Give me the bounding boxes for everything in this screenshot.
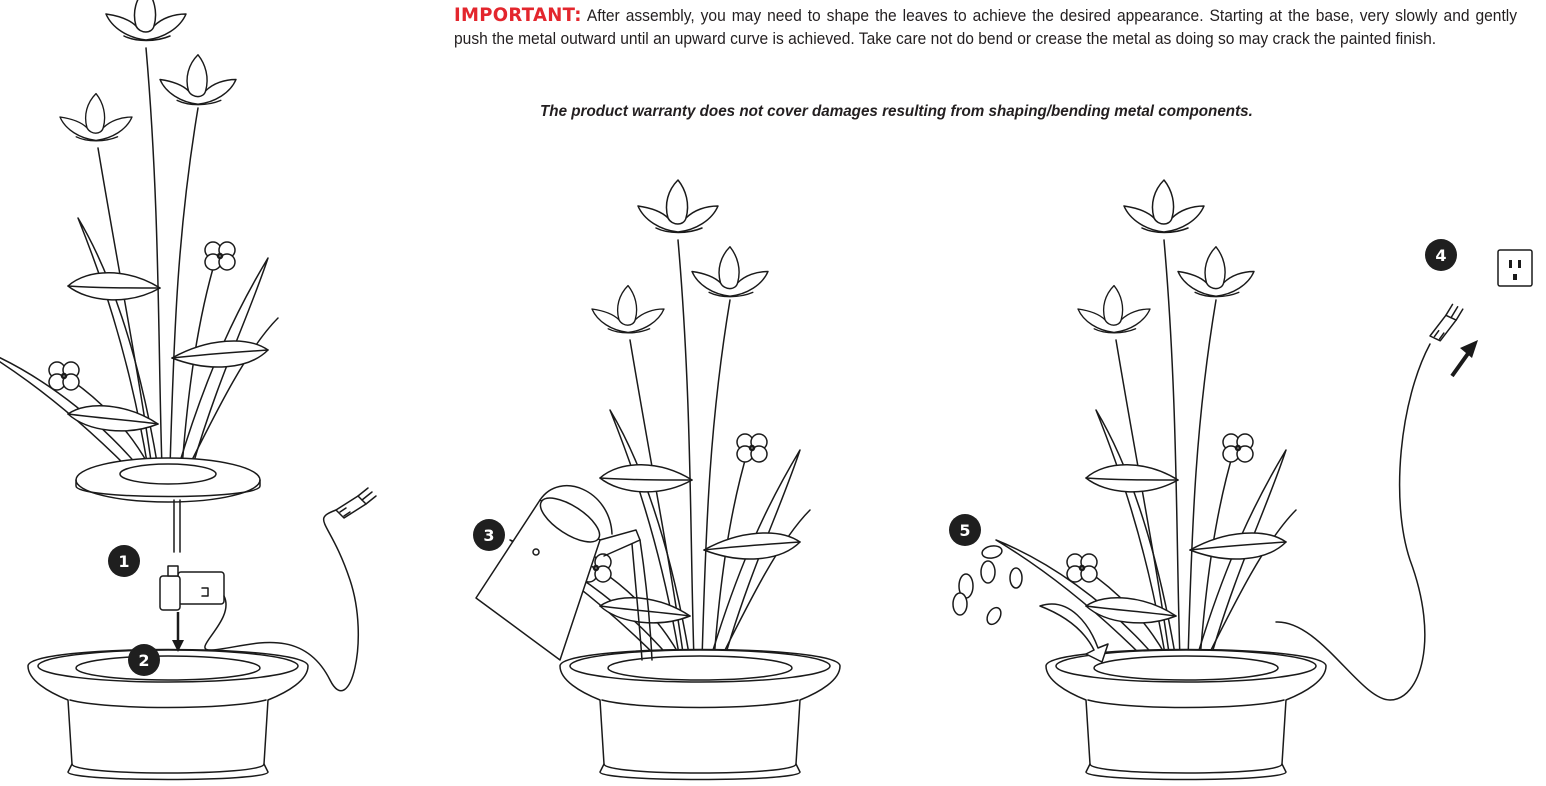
pump-icon <box>160 566 224 610</box>
svg-text:2: 2 <box>138 651 149 670</box>
step-badge-2: 2 <box>128 644 160 676</box>
step-badge-5: 5 <box>949 514 981 546</box>
outlet-icon <box>1498 250 1532 286</box>
watering-can-icon <box>476 486 652 660</box>
svg-text:4: 4 <box>1435 246 1446 265</box>
step-badge-3: 3 <box>473 519 505 551</box>
svg-text:3: 3 <box>483 526 494 545</box>
svg-text:5: 5 <box>959 521 970 540</box>
stones-icon <box>953 544 1022 626</box>
figure-fill-water <box>476 180 840 780</box>
figure-exploded-assembly <box>0 0 376 780</box>
step-badge-4: 4 <box>1425 239 1457 271</box>
svg-text:1: 1 <box>118 552 129 571</box>
step-badge-1: 1 <box>108 545 140 577</box>
arrow-up-icon <box>1452 340 1478 376</box>
